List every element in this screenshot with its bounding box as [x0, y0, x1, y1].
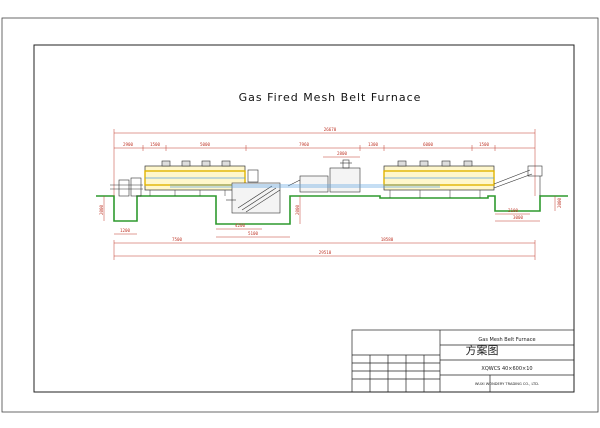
dim-pit-right-width: 2100 [508, 208, 519, 213]
title-block-model: XQWCS 40×600×10 [481, 366, 532, 372]
unloading-conveyor [493, 165, 543, 196]
dim-right-total: 18580 [381, 237, 394, 242]
dim-seg-3: 5000 [200, 142, 211, 147]
furnace-1 [144, 160, 246, 196]
drawing-title: Gas Fired Mesh Belt Furnace [239, 91, 422, 104]
quench-tank [226, 169, 281, 214]
dim-seg-6: 1300 [368, 142, 379, 147]
dimension-labels: 26670 2900 1500 5000 7960 2800 1300 6000… [99, 127, 562, 255]
dim-seg-5: 2800 [337, 151, 348, 156]
title-block-product: Gas Mesh Belt Furnace [478, 337, 535, 343]
loading-conveyor [110, 177, 143, 197]
title-block [351, 329, 575, 393]
dim-pit-right-depth: 2000 [557, 197, 562, 208]
ground-profile [96, 195, 568, 225]
dim-seg-7: 6000 [423, 142, 434, 147]
dim-left-total: 7500 [172, 237, 183, 242]
dim-pit-mid-width: 4200 [235, 223, 246, 228]
highlight-band [170, 184, 440, 188]
title-block-chinese: 方案图 [466, 343, 499, 357]
dim-seg-1: 2900 [123, 142, 134, 147]
dim-pit-right-span: 3000 [513, 215, 524, 220]
washer-section [287, 159, 361, 193]
dim-pit-mid-depth: 2000 [295, 204, 300, 215]
dim-seg-2: 1500 [150, 142, 161, 147]
dim-pit-mid-span: 5100 [248, 231, 259, 236]
furnace-2 [383, 160, 495, 198]
dim-seg-4: 7960 [299, 142, 310, 147]
inner-frame [33, 44, 575, 393]
dim-seg-8: 1500 [479, 142, 490, 147]
dim-overall-bottom: 29510 [319, 250, 332, 255]
dim-overall-top: 26670 [324, 127, 337, 132]
dim-pit-left-width: 1200 [120, 228, 131, 233]
dimension-lines-bottom [103, 196, 556, 260]
outer-frame [1, 17, 599, 413]
dim-pit-left-depth: 2000 [99, 204, 104, 215]
title-block-company: WUXI WONDERY TRADING CO., LTD. [475, 382, 539, 386]
